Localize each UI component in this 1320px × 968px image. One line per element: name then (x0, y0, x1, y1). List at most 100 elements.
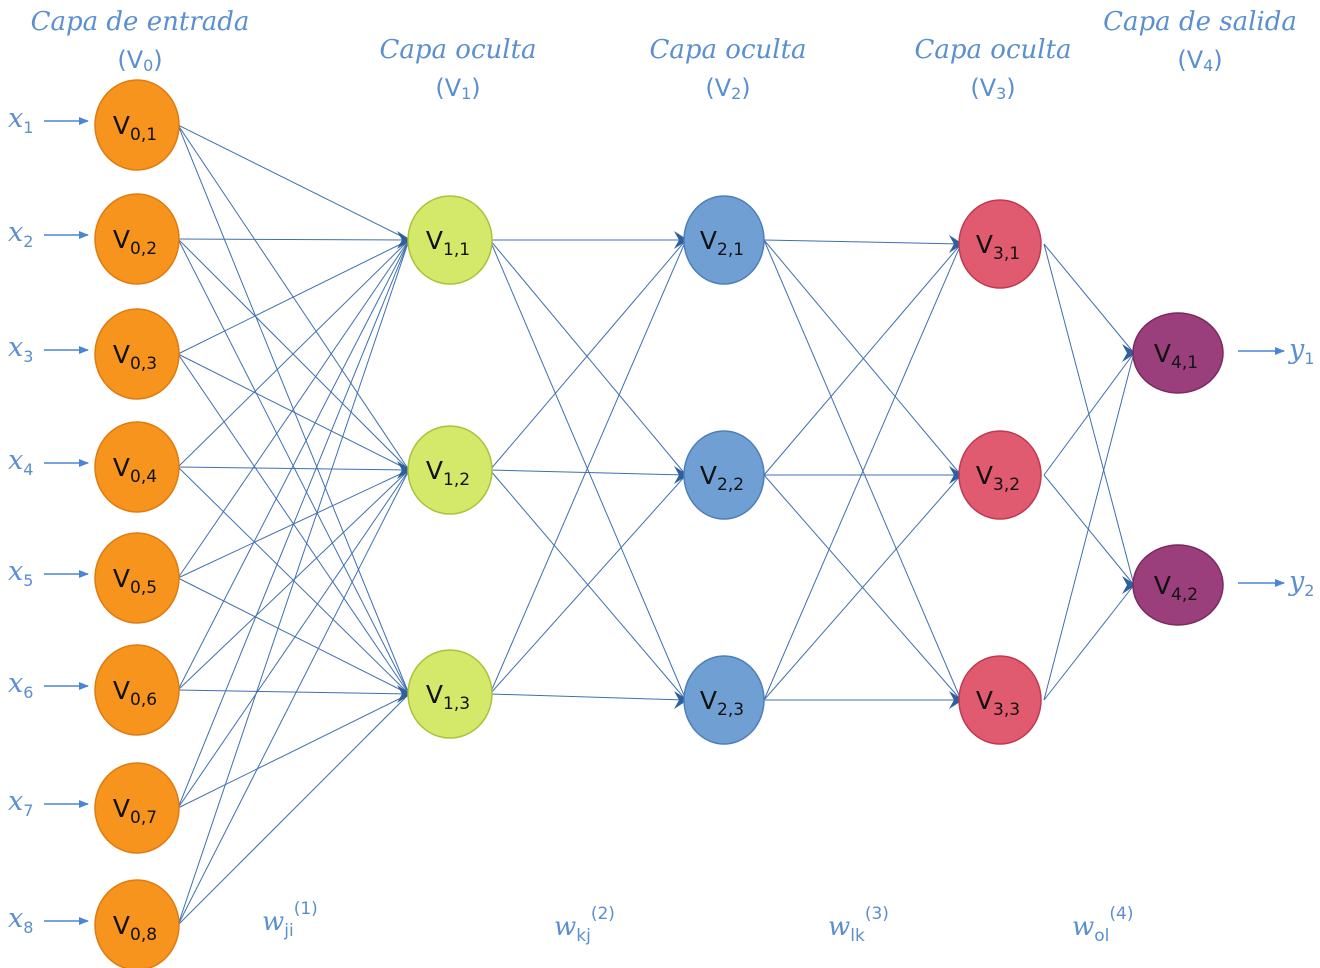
layer-title-L4: Capa de salida (V4) (1103, 7, 1297, 75)
connection-L0-3-to-L1-1 (177, 239, 410, 355)
input-x-2: x2 (8, 217, 89, 251)
neuron-label: V2,2 (700, 461, 744, 495)
input-label: x3 (8, 332, 33, 366)
neuron-circle (94, 532, 180, 624)
neuron-L1-1: V1,1 (407, 195, 493, 285)
input-label: x7 (8, 786, 33, 820)
connection-L0-3-to-L1-2 (177, 353, 410, 471)
neuron-circle (94, 644, 180, 736)
neuron-circle (683, 655, 765, 745)
input-label: x1 (8, 103, 33, 137)
connection-L0-4-to-L1-1 (177, 239, 410, 468)
neuron-label: V4,2 (1154, 571, 1198, 605)
output-y-1: y1 (1238, 334, 1314, 368)
neuron-label: V4,1 (1154, 339, 1198, 373)
neuron-L0-6: V0,6 (94, 644, 180, 736)
connection-L2-1-to-L3-3 (763, 239, 962, 701)
neuron-circle (958, 199, 1042, 289)
input-label: x8 (8, 903, 33, 937)
neuron-label: V2,1 (700, 226, 744, 260)
connection-L1-1-to-L2-3 (489, 239, 687, 701)
input-label: x5 (8, 556, 33, 590)
connection-L0-2-to-L1-1 (177, 238, 410, 241)
connection-L1-1-to-L2-2 (489, 239, 687, 476)
neuron-label: V1,2 (426, 456, 470, 490)
weight-label-2: wkj(2) (554, 904, 615, 946)
connection-L3-3-to-L4-1 (1043, 352, 1135, 701)
neuron-circle (407, 195, 493, 285)
output-y-2: y2 (1238, 566, 1314, 600)
neuron-label: V0,8 (113, 911, 157, 945)
connection-L2-3-to-L3-2 (763, 474, 962, 701)
input-x-8: x8 (8, 903, 89, 937)
neuron-L3-3: V3,3 (958, 655, 1042, 745)
connection-L3-2-to-L4-1 (1043, 352, 1135, 476)
connection-L0-4-to-L1-2 (177, 466, 410, 471)
connection-L0-8-to-L1-1 (177, 239, 410, 926)
neuron-label: V3,3 (976, 686, 1020, 720)
neuron-L0-8: V0,8 (94, 879, 180, 968)
weight-label-3: wlk(3) (828, 904, 889, 946)
connection-L0-8-to-L1-2 (177, 469, 410, 926)
neuron-label: V0,7 (113, 794, 157, 828)
arrowhead-L2-3 (674, 691, 688, 709)
neuron-L2-2: V2,2 (683, 430, 765, 520)
neuron-circle (407, 425, 493, 515)
edge-arrowheads (397, 231, 1136, 709)
neuron-L3-1: V3,1 (958, 199, 1042, 289)
neuron-L0-1: V0,1 (94, 79, 180, 171)
neuron-circle (94, 308, 180, 400)
layer-titles: Capa de entrada(V0)Capa oculta(V1)Capa o… (31, 7, 1297, 103)
neuron-L0-2: V0,2 (94, 193, 180, 285)
neuron-circle (94, 879, 180, 968)
layer-symbol: (V4) (1177, 46, 1222, 75)
neuron-L1-3: V1,3 (407, 649, 493, 739)
neuron-label: V1,1 (426, 226, 470, 260)
neuron-label: V0,4 (113, 453, 157, 487)
layer-name: Capa de salida (1103, 7, 1297, 37)
input-x-1: x1 (8, 103, 89, 137)
output-label: y1 (1288, 334, 1314, 368)
connection-L0-6-to-L1-3 (177, 689, 410, 695)
connection-L1-3-to-L2-3 (489, 693, 687, 701)
connection-L1-2-to-L2-1 (489, 239, 687, 471)
neuron-label: V0,3 (113, 340, 157, 374)
neuron-circle (1132, 312, 1224, 394)
neuron-circle (683, 195, 765, 285)
neuron-label: V0,6 (113, 676, 157, 710)
connection-L0-5-to-L1-1 (177, 239, 410, 579)
connection-L0-6-to-L1-1 (177, 239, 410, 691)
layer-title-L2: Capa oculta(V2) (649, 35, 806, 103)
neuron-circle (94, 421, 180, 513)
neuron-label: V3,2 (976, 461, 1020, 495)
input-x-3: x3 (8, 332, 89, 366)
connection-L0-7-to-L1-1 (177, 239, 410, 809)
arrowhead-L4-2 (1122, 576, 1136, 594)
layer-name: Capa de entrada (31, 7, 250, 37)
layer-title-L1: Capa oculta(V1) (379, 35, 536, 103)
arrowhead-L1-1 (397, 231, 411, 249)
neuron-circle (958, 430, 1042, 520)
input-label: x2 (8, 217, 33, 251)
layer-symbol: (V3) (970, 74, 1015, 103)
neuron-label: V1,3 (426, 680, 470, 714)
neuron-label: V0,2 (113, 225, 157, 259)
layer-symbol: (V1) (435, 74, 480, 103)
connection-L0-5-to-L1-3 (177, 577, 410, 695)
input-x-7: x7 (8, 786, 89, 820)
connection-L3-3-to-L4-2 (1043, 584, 1135, 701)
connection-L3-2-to-L4-2 (1043, 474, 1135, 586)
layer-name: Capa oculta (649, 35, 806, 65)
weight-labels: wji(1)wkj(2)wlk(3)wol(4) (262, 899, 1133, 946)
connection-L1-3-to-L2-1 (489, 239, 687, 695)
connection-L2-1-to-L3-2 (763, 239, 962, 476)
connection-L2-2-to-L3-1 (763, 243, 962, 476)
output-label: y2 (1288, 566, 1314, 600)
neuron-label: V3,1 (976, 230, 1020, 264)
neuron-L2-1: V2,1 (683, 195, 765, 285)
connection-L1-2-to-L2-2 (489, 469, 687, 476)
neuron-circle (1132, 544, 1224, 626)
